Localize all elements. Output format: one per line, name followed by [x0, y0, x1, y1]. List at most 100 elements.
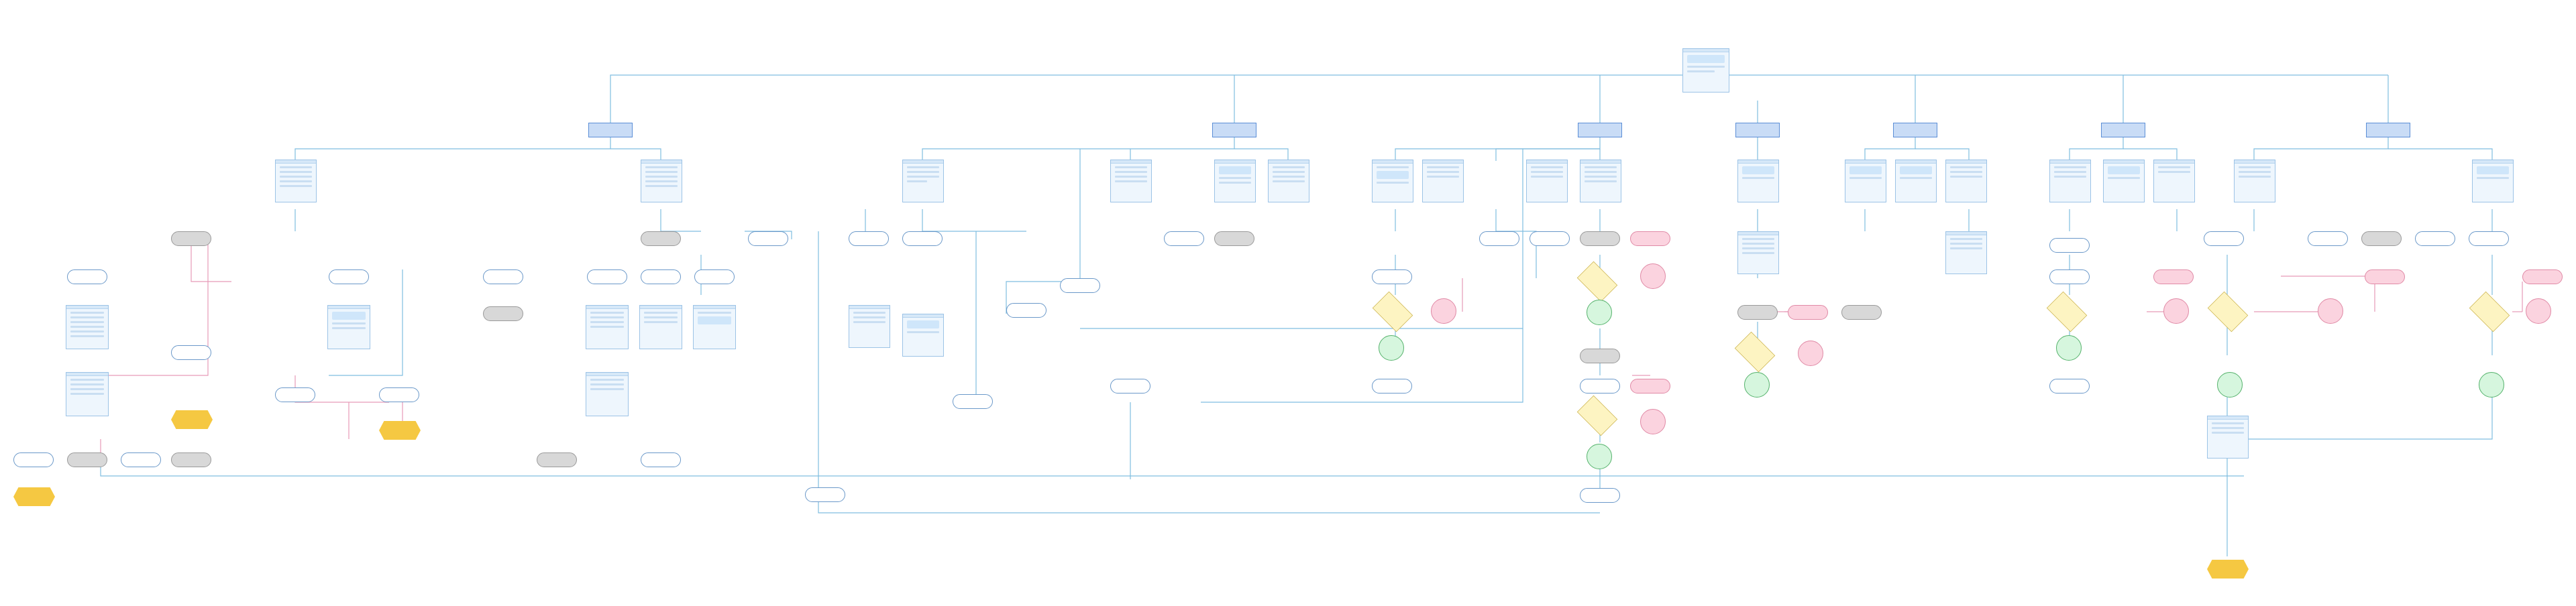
screen-l2-3[interactable]: [902, 160, 944, 210]
pill-22[interactable]: [2049, 379, 2090, 393]
screen-l3-2[interactable]: [1945, 231, 1987, 282]
pill-6[interactable]: [1529, 231, 1570, 246]
pill-11[interactable]: [67, 269, 107, 284]
screen-l2-6[interactable]: [1268, 160, 1309, 210]
root-screen[interactable]: [1682, 48, 1729, 102]
pill-pink-4[interactable]: [2522, 269, 2563, 284]
pill-31[interactable]: [171, 345, 211, 360]
pill-8[interactable]: [2308, 231, 2348, 246]
screen-l2-8[interactable]: [1422, 160, 1464, 210]
pill-29[interactable]: [275, 387, 315, 402]
success-circle-6: [2217, 372, 2243, 398]
decision-4[interactable]: [1731, 331, 1779, 373]
screen-l2-9[interactable]: [1526, 160, 1568, 210]
pill-13[interactable]: [483, 269, 523, 284]
screen-l4-2[interactable]: [327, 305, 370, 359]
screen-l4-6[interactable]: [849, 305, 890, 356]
decision-2[interactable]: [1573, 261, 1621, 302]
pill-grey-7[interactable]: [1580, 349, 1620, 363]
section-node-7[interactable]: [2366, 123, 2410, 137]
section-node-6[interactable]: [2101, 123, 2145, 137]
pill-1[interactable]: [748, 231, 788, 246]
pill-pink-1[interactable]: [1630, 231, 1670, 246]
pill-26[interactable]: [1006, 303, 1046, 318]
screen-l5-3[interactable]: [586, 372, 629, 426]
pill-21[interactable]: [1580, 488, 1620, 503]
pill-25[interactable]: [1060, 278, 1100, 293]
section-node-3[interactable]: [1578, 123, 1622, 137]
pill-9[interactable]: [2415, 231, 2455, 246]
screen-l2-5[interactable]: [1214, 160, 1256, 210]
fail-circle-2: [1640, 263, 1666, 289]
screen-l2-12[interactable]: [1845, 160, 1886, 210]
pill-pink-5[interactable]: [1630, 379, 1670, 393]
pill-4[interactable]: [1164, 231, 1204, 246]
screen-l2-14[interactable]: [1945, 160, 1987, 210]
decision-1[interactable]: [1368, 291, 1417, 332]
pill-28[interactable]: [953, 394, 993, 409]
pill-16[interactable]: [694, 269, 735, 284]
pill-19[interactable]: [1580, 379, 1620, 393]
screen-l2-2[interactable]: [641, 160, 682, 210]
screen-l2-17[interactable]: [2153, 160, 2195, 210]
pill-34[interactable]: [641, 452, 681, 467]
section-node-4[interactable]: [1735, 123, 1780, 137]
pill-grey-11[interactable]: [171, 452, 211, 467]
screen-l2-16[interactable]: [2103, 160, 2145, 210]
pill-grey-8[interactable]: [1737, 305, 1778, 320]
section-node-5[interactable]: [1893, 123, 1937, 137]
pill-27[interactable]: [805, 487, 845, 502]
decision-7[interactable]: [2465, 291, 2514, 332]
screen-l4-3[interactable]: [586, 305, 629, 359]
pill-grey-5[interactable]: [2361, 231, 2402, 246]
pill-grey-4[interactable]: [1580, 231, 1620, 246]
screen-l4-4[interactable]: [639, 305, 682, 359]
pill-pink-2[interactable]: [2153, 269, 2194, 284]
pill-5[interactable]: [1479, 231, 1519, 246]
pill-grey-12[interactable]: [537, 452, 577, 467]
screen-l2-11[interactable]: [1737, 160, 1779, 210]
pill-17[interactable]: [1372, 269, 1412, 284]
pill-15[interactable]: [641, 269, 681, 284]
pill-12[interactable]: [329, 269, 369, 284]
screen-l5-1[interactable]: [2207, 416, 2249, 467]
pill-24[interactable]: [1110, 379, 1150, 393]
pill-grey-6[interactable]: [483, 306, 523, 321]
section-node-2[interactable]: [1212, 123, 1256, 137]
screen-l2-4[interactable]: [1110, 160, 1152, 210]
pill-grey-9[interactable]: [1841, 305, 1882, 320]
screen-l2-15[interactable]: [2049, 160, 2091, 210]
section-node-1[interactable]: [588, 123, 633, 137]
screen-l4-5[interactable]: [693, 305, 736, 359]
pill-grey-1[interactable]: [171, 231, 211, 246]
pill-grey-3[interactable]: [1214, 231, 1254, 246]
pill-grey-10[interactable]: [67, 452, 107, 467]
screen-l2-19[interactable]: [2472, 160, 2514, 210]
pill-grey-2[interactable]: [641, 231, 681, 246]
screen-l2-13[interactable]: [1895, 160, 1937, 210]
pill-32[interactable]: [13, 452, 54, 467]
pill-20[interactable]: [1372, 379, 1412, 393]
decision-6[interactable]: [2204, 291, 2252, 332]
decision-3[interactable]: [1573, 395, 1621, 436]
pill-pink-3[interactable]: [2365, 269, 2405, 284]
pill-3[interactable]: [902, 231, 943, 246]
pill-33[interactable]: [121, 452, 161, 467]
pill-30[interactable]: [379, 387, 419, 402]
pill-10[interactable]: [2469, 231, 2509, 246]
pill-2[interactable]: [849, 231, 889, 246]
screen-l2-18[interactable]: [2234, 160, 2275, 210]
decision-5[interactable]: [2043, 291, 2091, 332]
screen-l4-7[interactable]: [902, 314, 944, 365]
pill-18[interactable]: [2049, 269, 2090, 284]
pill-14[interactable]: [587, 269, 627, 284]
screen-l5-2[interactable]: [66, 372, 109, 426]
screen-l4-1[interactable]: [66, 305, 109, 359]
screen-l2-10[interactable]: [1580, 160, 1621, 210]
screen-l2-1[interactable]: [275, 160, 317, 210]
pill-7[interactable]: [2204, 231, 2244, 246]
screen-l3-1[interactable]: [1737, 231, 1779, 282]
pill-23[interactable]: [2049, 238, 2090, 253]
pill-pink-6[interactable]: [1788, 305, 1828, 320]
screen-l2-7[interactable]: [1372, 160, 1413, 210]
